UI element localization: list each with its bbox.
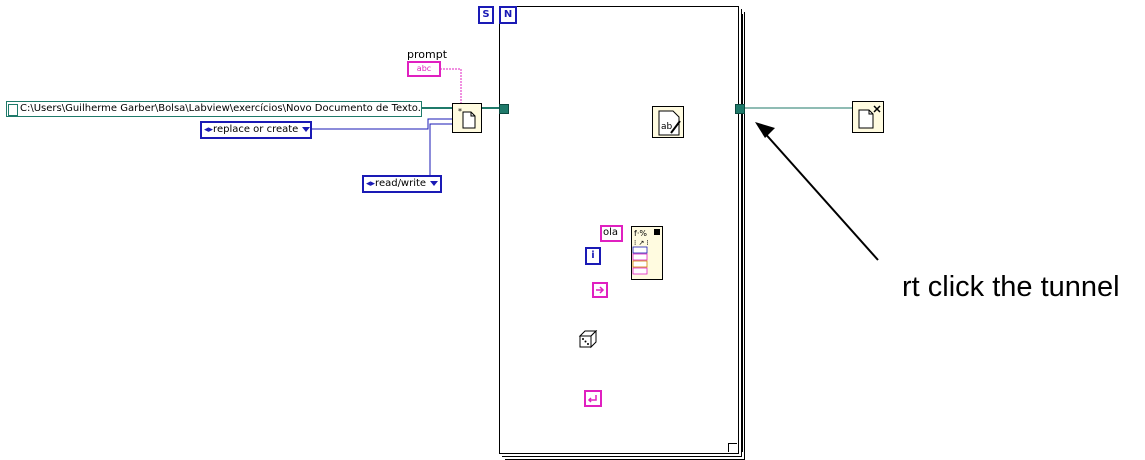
close-file-icon <box>858 105 881 129</box>
svg-text:f·%: f·% <box>634 229 647 238</box>
loop-side-strip-2 <box>742 14 743 452</box>
string-constant-ola[interactable]: ola <box>600 225 623 242</box>
access-value: read/write <box>375 178 427 189</box>
loop-side-strip <box>738 10 739 452</box>
open-file-node[interactable]: * <box>452 103 482 133</box>
tab-constant-icon <box>596 286 605 294</box>
close-file-node[interactable] <box>852 101 884 133</box>
access-enum[interactable]: ◂▸read/write <box>362 175 442 193</box>
annotation-arrow <box>761 129 879 261</box>
open-file-icon: * <box>458 107 476 129</box>
random-number-node[interactable] <box>578 329 598 350</box>
end-of-line-icon <box>587 395 597 403</box>
enum-arrows-icon: ◂▸ <box>366 179 376 189</box>
chevron-down-icon <box>302 126 311 132</box>
refnum-tunnel-in[interactable] <box>499 104 509 114</box>
write-text-file-icon: ab <box>658 110 681 136</box>
format-into-string-node[interactable]: f·% ⁞ ↗ ⁞ <box>631 226 663 280</box>
chevron-down-icon <box>430 180 439 186</box>
operation-value: replace or create <box>213 124 299 135</box>
prompt-constant[interactable]: abc <box>407 61 441 77</box>
annotation-text: rt click the tunnel <box>902 271 1120 303</box>
iteration-terminal[interactable]: i <box>585 247 601 265</box>
random-number-icon <box>578 329 598 349</box>
svg-text:ab: ab <box>661 122 673 132</box>
write-text-file-node[interactable]: ab <box>652 106 684 138</box>
file-path-constant[interactable]: C:\Users\Guilherme Garber\Bolsa\Labview\… <box>6 101 422 117</box>
refnum-tunnel-out[interactable] <box>735 104 745 114</box>
tab-constant[interactable] <box>592 282 608 298</box>
prompt-wire <box>440 68 462 103</box>
svg-text:*: * <box>458 107 462 116</box>
annotation-arrow-head <box>755 122 775 138</box>
end-of-line-constant[interactable] <box>584 390 602 407</box>
operation-wire <box>310 118 452 130</box>
prompt-label: prompt <box>407 48 448 61</box>
svg-text:⁞ ↗ ⁞: ⁞ ↗ ⁞ <box>634 239 649 247</box>
loop-resize-handle[interactable] <box>728 443 737 452</box>
path-icon <box>8 104 18 116</box>
file-path-text: C:\Users\Guilherme Garber\Bolsa\Labview\… <box>20 103 422 114</box>
loop-count-terminal[interactable]: N <box>499 6 517 24</box>
stop-terminal[interactable]: S <box>478 6 494 24</box>
enum-arrows-icon: ◂▸ <box>204 125 214 135</box>
format-into-string-icon: f·% ⁞ ↗ ⁞ <box>632 229 660 275</box>
operation-enum[interactable]: ◂▸replace or create <box>200 121 312 139</box>
